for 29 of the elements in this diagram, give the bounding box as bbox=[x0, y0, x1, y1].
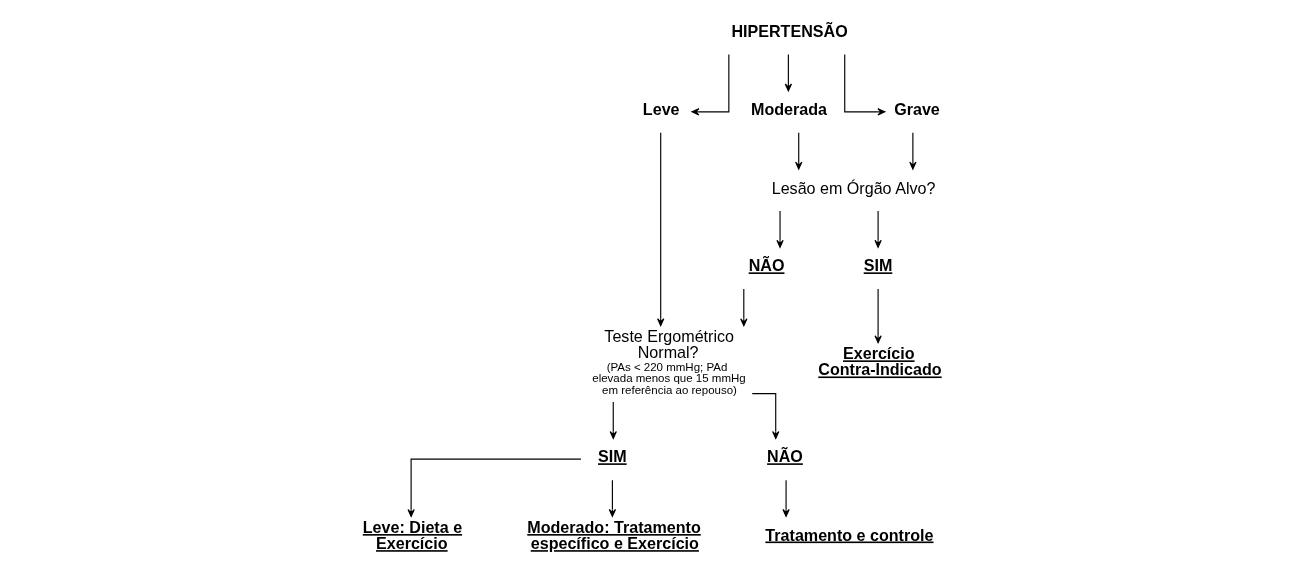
node-text: Tratamento e controle bbox=[765, 525, 934, 544]
node-text: Lesão em Órgão Alvo? bbox=[771, 179, 936, 198]
node-text: Exercício Contra-Indicado bbox=[818, 344, 942, 379]
arrow bbox=[609, 401, 617, 440]
arrow bbox=[909, 132, 917, 170]
arrow bbox=[874, 288, 882, 344]
node-text: Leve bbox=[642, 99, 680, 118]
arrow bbox=[776, 210, 784, 248]
arrow bbox=[691, 54, 730, 116]
node-text: Teste Ergométrico Normal? (PAs < 220 mmHg; PAd elevada menos que 15 mmHg em referência ao repouso) bbox=[592, 327, 746, 396]
arrow bbox=[740, 288, 748, 327]
node-text: Moderada bbox=[750, 99, 828, 118]
arrow bbox=[874, 210, 882, 248]
arrow bbox=[608, 479, 617, 517]
node-text: NÃO bbox=[748, 256, 785, 275]
node-text: Moderado: Tratamento específico e Exercício bbox=[527, 518, 701, 553]
arrow bbox=[844, 54, 886, 116]
arrow bbox=[751, 393, 780, 439]
node-text: Leve: Dieta e Exercício bbox=[362, 518, 463, 553]
arrow bbox=[407, 458, 582, 517]
arrow bbox=[795, 132, 803, 170]
node-text: NÃO bbox=[767, 447, 803, 466]
node-text: HIPERTENSÃO bbox=[731, 21, 848, 40]
node-text: SIM bbox=[598, 447, 627, 466]
arrow bbox=[784, 54, 793, 92]
node-text: Grave bbox=[894, 99, 940, 118]
arrow bbox=[782, 479, 790, 517]
arrow bbox=[657, 132, 665, 327]
node-text: SIM bbox=[863, 256, 893, 275]
